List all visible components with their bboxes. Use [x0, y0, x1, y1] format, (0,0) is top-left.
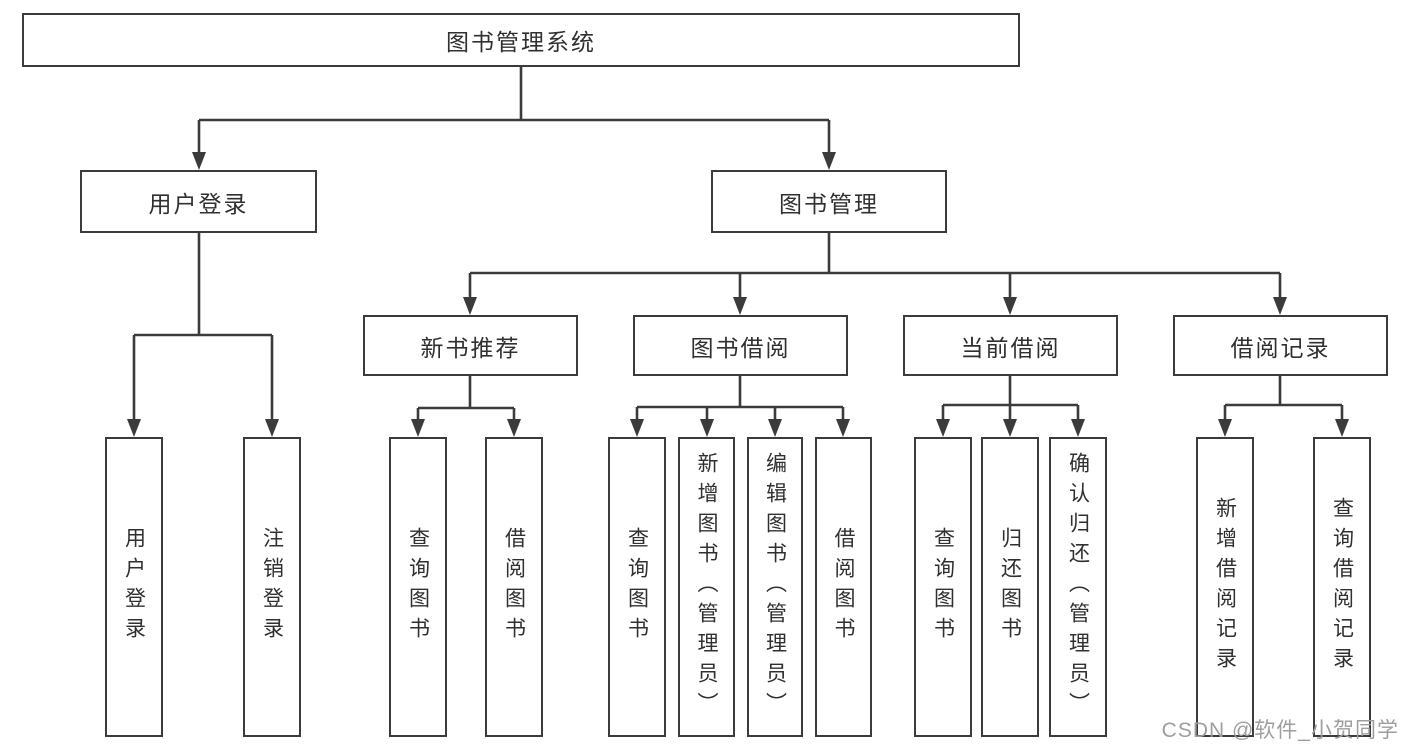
node-new-book-recommend: 新书推荐 — [363, 315, 578, 376]
node-book-borrow: 图书借阅 — [633, 315, 848, 376]
node-library-system: 图书管理系统 — [22, 13, 1020, 67]
leaf-label: 编辑图书（管理员） — [763, 452, 787, 722]
leaf-query-books-recommend: 查询图书 — [389, 437, 447, 737]
node-book-management: 图书管理 — [711, 170, 947, 233]
leaf-edit-book-admin: 编辑图书（管理员） — [747, 437, 803, 737]
node-borrow-records: 借阅记录 — [1173, 315, 1388, 376]
leaf-add-borrow-record: 新增借阅记录 — [1196, 437, 1254, 737]
leaf-user-login: 用户登录 — [105, 437, 163, 737]
leaf-borrow-books: 借阅图书 — [815, 437, 872, 737]
leaf-confirm-return-admin: 确认归还（管理员） — [1049, 437, 1107, 737]
csdn-watermark: CSDN @软件_小贺同学 — [1161, 719, 1399, 742]
leaf-label: 确认归还（管理员） — [1066, 452, 1090, 722]
leaf-query-borrow-record: 查询借阅记录 — [1313, 437, 1371, 737]
leaf-label: 新增图书（管理员） — [695, 452, 718, 722]
leaf-label: 查询借阅记录 — [1330, 497, 1354, 677]
leaf-add-book-admin: 新增图书（管理员） — [678, 437, 735, 737]
leaf-label: 归还图书 — [998, 527, 1022, 647]
node-current-borrow: 当前借阅 — [903, 315, 1118, 376]
leaf-borrow-books-recommend: 借阅图书 — [485, 437, 543, 737]
leaf-label: 查询图书 — [625, 527, 649, 647]
leaf-label: 注销登录 — [260, 527, 284, 647]
leaf-label: 借阅图书 — [832, 527, 855, 647]
leaf-label: 查询图书 — [406, 527, 430, 647]
leaf-logout: 注销登录 — [243, 437, 301, 737]
node-user-login: 用户登录 — [80, 170, 317, 233]
leaf-label: 新增借阅记录 — [1213, 497, 1237, 677]
leaf-return-book: 归还图书 — [981, 437, 1039, 737]
leaf-query-books-current: 查询图书 — [914, 437, 972, 737]
leaf-label: 借阅图书 — [502, 527, 526, 647]
leaf-label: 用户登录 — [122, 527, 146, 647]
leaf-query-books-borrow: 查询图书 — [608, 437, 666, 737]
leaf-label: 查询图书 — [931, 527, 955, 647]
